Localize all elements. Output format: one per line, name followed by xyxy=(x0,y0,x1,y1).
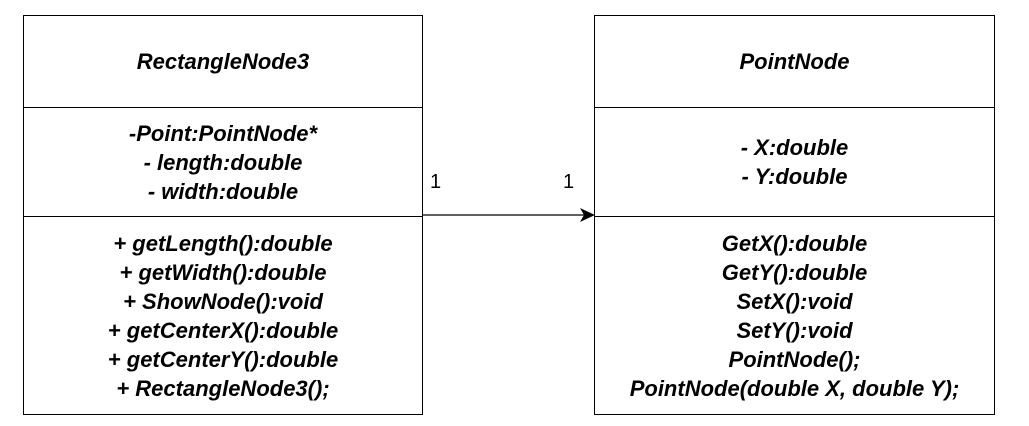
attribute: -Point:PointNode* xyxy=(128,120,318,146)
class-name-compartment: RectangleNode3 xyxy=(24,16,422,107)
method: SetY():void xyxy=(736,317,853,343)
method: + getWidth():double xyxy=(119,259,327,285)
method: + getLength():double xyxy=(113,230,333,256)
class-name: RectangleNode3 xyxy=(136,48,310,74)
methods-compartment: GetX():double GetY():double SetX():void … xyxy=(595,216,994,414)
method: GetX():double xyxy=(721,230,868,256)
attributes-compartment: - X:double - Y:double xyxy=(595,107,994,216)
method: PointNode(); xyxy=(728,346,861,372)
method: GetY():double xyxy=(721,259,868,285)
attribute: - Y:double xyxy=(741,164,848,189)
class-name-compartment: PointNode xyxy=(595,16,994,107)
method: + getCenterX():double xyxy=(107,317,339,343)
method: + RectangleNode3(); xyxy=(116,375,330,401)
method: + getCenterY():double xyxy=(107,346,339,372)
methods-compartment: + getLength():double + getWidth():double… xyxy=(24,216,422,414)
rectangle-node-class[interactable]: RectangleNode3 -Point:PointNode* - lengt… xyxy=(23,15,423,415)
attribute: - X:double xyxy=(740,135,849,160)
source-multiplicity: 1 xyxy=(430,171,442,193)
method: + ShowNode():void xyxy=(123,288,323,314)
attribute: - width:double xyxy=(147,178,299,204)
point-node-class[interactable]: PointNode - X:double - Y:double GetX():d… xyxy=(594,15,995,415)
class-name: PointNode xyxy=(739,48,850,74)
target-multiplicity: 1 xyxy=(563,171,575,193)
method: SetX():void xyxy=(736,288,853,314)
attribute: - length:double xyxy=(143,149,303,175)
attributes-compartment: -Point:PointNode* - length:double - widt… xyxy=(24,107,422,216)
method: PointNode(double X, double Y); xyxy=(629,375,960,401)
